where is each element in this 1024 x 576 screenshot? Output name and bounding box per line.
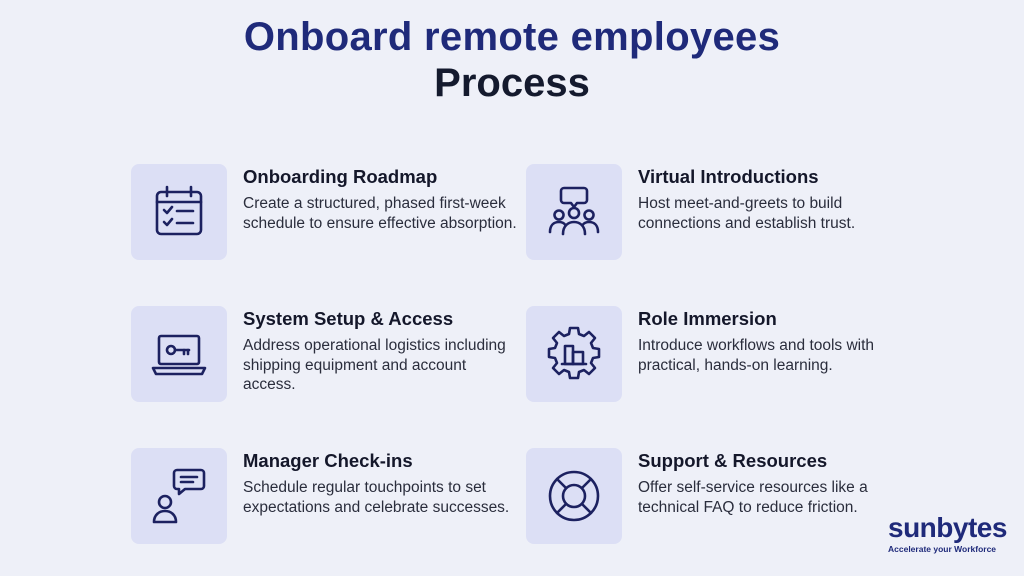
- card-description: Create a structured, phased first-week s…: [243, 195, 517, 232]
- card-heading: Virtual Introductions: [638, 166, 819, 187]
- card-role-immersion: Role Immersion Introduce workflows and t…: [526, 306, 926, 406]
- laptop-key-icon: [131, 306, 227, 402]
- card-onboarding-roadmap: Onboarding Roadmap Create a structured, …: [131, 164, 531, 264]
- card-support-resources: Support & Resources Offer self-service r…: [526, 448, 926, 548]
- title-line-2: Process: [434, 61, 590, 105]
- card-virtual-introductions: Virtual Introductions Host meet-and-gree…: [526, 164, 926, 264]
- card-description: Offer self-service resources like a tech…: [638, 479, 868, 516]
- sunbytes-logo: sunbytes Accelerate your Workforce: [888, 512, 1008, 555]
- card-manager-check-ins: Manager Check-ins Schedule regular touch…: [131, 448, 531, 548]
- card-heading: Manager Check-ins: [243, 450, 413, 471]
- card-description: Address operational logistics including …: [243, 337, 506, 393]
- team-chat-icon: [526, 164, 622, 260]
- card-description: Introduce workflows and tools with pract…: [638, 337, 875, 374]
- page-title: Onboard remote employees Process: [0, 14, 1024, 106]
- card-heading: Onboarding Roadmap: [243, 166, 438, 187]
- person-chat-icon: [131, 448, 227, 544]
- title-line-1: Onboard remote employees: [243, 15, 781, 59]
- logo-brand: sunbytes: [888, 512, 1007, 543]
- gear-building-icon: [526, 306, 622, 402]
- card-description: Host meet-and-greets to build connection…: [638, 195, 856, 232]
- card-description: Schedule regular touchpoints to set expe…: [243, 479, 510, 516]
- calendar-checklist-icon: [131, 164, 227, 260]
- card-heading: System Setup & Access: [243, 308, 454, 329]
- lifebuoy-icon: [526, 448, 622, 544]
- card-system-setup: System Setup & Access Address operationa…: [131, 306, 531, 406]
- card-heading: Support & Resources: [638, 450, 828, 471]
- logo-tagline: Accelerate your Workforce: [888, 544, 997, 554]
- card-heading: Role Immersion: [638, 308, 777, 329]
